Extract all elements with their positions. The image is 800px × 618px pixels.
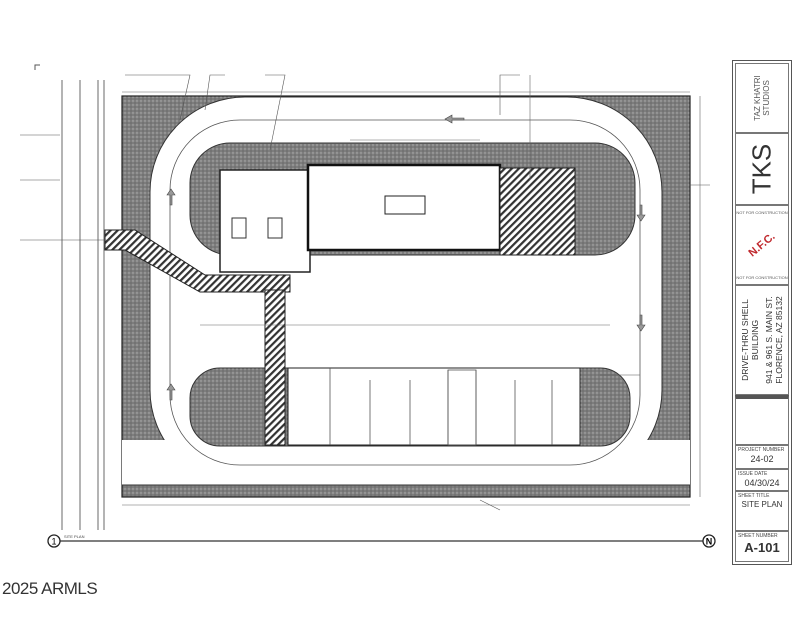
project-address-line: 941 & 961 S. MAIN ST. [764,296,774,384]
title-block: TAZ KHATRI STUDIOS TKS NOT FOR CONSTRUCT… [732,60,792,565]
stamp-note: NOT FOR CONSTRUCTION [736,210,788,215]
sheet-number-label: SHEET NUMBER [738,533,778,539]
firm-name: TAZ KHATRI STUDIOS [753,75,771,121]
traffic-arrow-icon [444,114,465,124]
traffic-arrow-icon [166,383,176,401]
detail-title: SITE PLAN [64,534,85,539]
building-note-box [384,195,426,215]
consultant-cell [735,395,789,445]
project-title: DRIVE-THRU SHELL BUILDING 941 & 961 S. M… [740,296,784,383]
dimension-lines [122,75,701,506]
project-title-line: BUILDING [750,319,760,361]
accessible-walkway [264,289,286,446]
lane-line [169,119,641,466]
sheet-title-cell: SHEET TITLE SITE PLAN [735,491,789,531]
project-cell: DRIVE-THRU SHELL BUILDING 941 & 961 S. M… [735,285,789,395]
firm-cell: TAZ KHATRI STUDIOS [735,63,789,133]
firm-logo: TKS [746,143,777,195]
equipment [267,217,283,239]
stamp-cell: NOT FOR CONSTRUCTION N.F.C. NOT FOR CONS… [735,205,789,285]
sheet-number: A-101 [744,540,780,555]
stamp-note: NOT FOR CONSTRUCTION [736,275,788,280]
copyright-footer: 2025 ARMLS [2,579,98,598]
detail-callout [47,534,61,548]
project-address-line: FLORENCE, AZ 85132 [774,296,784,384]
building-west-wing [219,169,311,273]
sheet-number-cell: SHEET NUMBER A-101 [735,531,789,562]
project-number: 24-02 [750,454,774,464]
issue-date: 04/30/24 [744,478,780,488]
traffic-arrow-icon [166,188,176,206]
traffic-arrows [166,114,646,401]
traffic-arrow-icon [636,204,646,222]
project-number-label: PROJECT NUMBER [738,447,785,453]
nfc-stamp: N.F.C. [746,230,778,260]
hatched-patio [499,167,576,256]
issue-date-label: ISSUE DATE [738,471,768,477]
crop-mark [34,64,40,70]
leader-notes [20,74,710,511]
detail-number: 1 [51,537,56,547]
project-number-cell: PROJECT NUMBER 24-02 [735,445,789,469]
sheet-title: SITE PLAN [741,500,783,509]
accessible-route [104,229,291,293]
parking-area [287,367,581,446]
parking-stalls [329,368,553,446]
sheet-title-label: SHEET TITLE [738,493,770,499]
traffic-arrow-icon [636,314,646,332]
drive-aisle-bottom [122,440,690,485]
logo-cell: TKS [735,133,789,205]
equipment [231,217,247,239]
north-marker: N [706,537,713,547]
street-lines [61,80,105,530]
issue-date-cell: ISSUE DATE 04/30/24 [735,469,789,491]
north-arrow-icon [702,534,716,548]
project-title-line: DRIVE-THRU SHELL [740,299,750,381]
